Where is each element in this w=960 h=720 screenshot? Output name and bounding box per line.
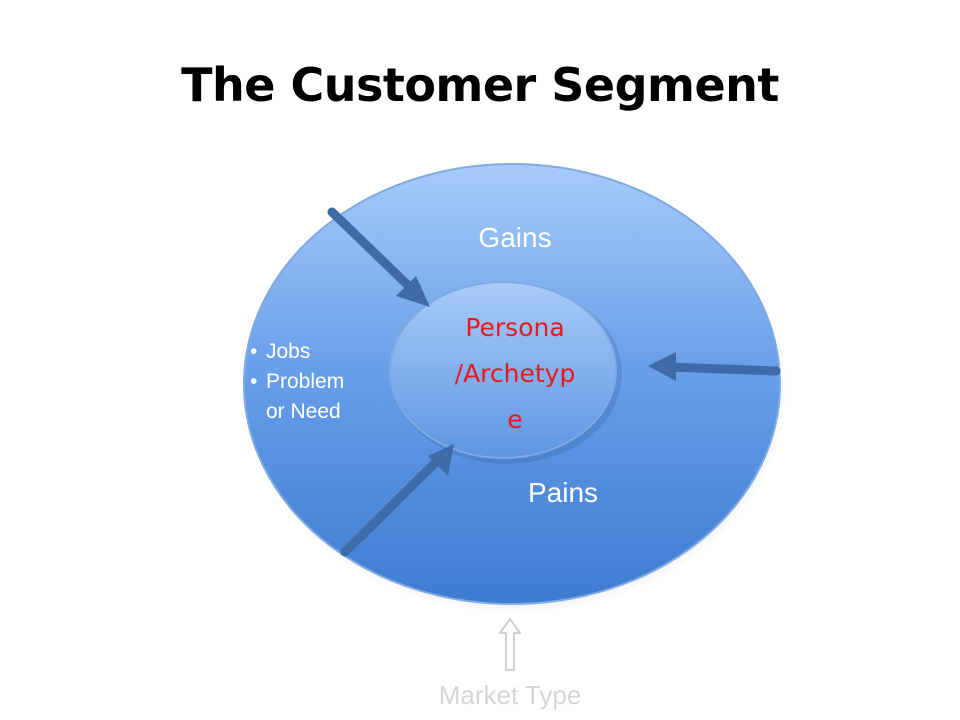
jobs-problem-list: Jobs Problem or Need — [246, 337, 396, 427]
arrow-up-market-type — [499, 618, 521, 671]
gains-label: Gains — [478, 222, 552, 253]
persona-line-3: e — [507, 405, 523, 434]
bullet-problem-continuation: or Need — [266, 400, 341, 423]
arrow-bottom-left — [340, 444, 454, 557]
market-type-label: Market Type — [438, 680, 582, 710]
bullet-jobs: Jobs — [246, 337, 396, 367]
arrow-top-left — [327, 207, 430, 307]
slide-title: The Customer Segment — [181, 58, 779, 112]
persona-archetype-label: Persona /Archetyp e — [420, 305, 610, 443]
persona-line-1: Persona — [465, 313, 565, 342]
persona-line-2: /Archetyp — [454, 359, 576, 388]
pains-label: Pains — [527, 477, 599, 508]
arrow-right — [648, 352, 781, 381]
bullet-problem: Problem — [246, 367, 396, 397]
